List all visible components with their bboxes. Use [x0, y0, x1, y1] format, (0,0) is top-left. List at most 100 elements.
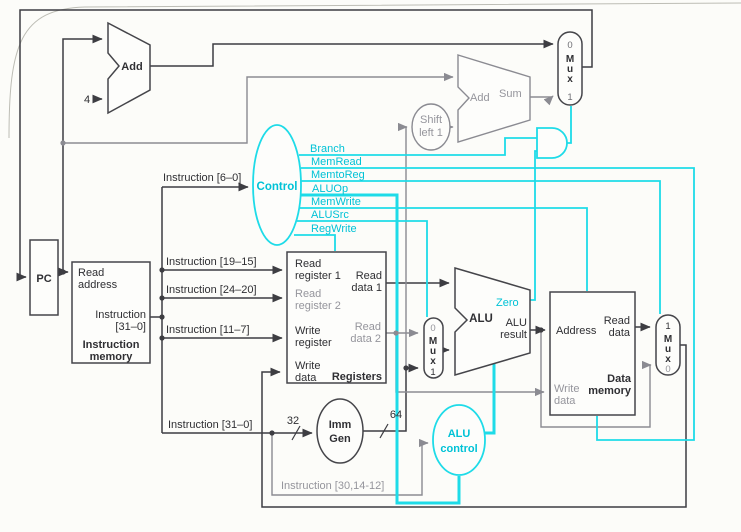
dot: [159, 295, 165, 301]
dmem-readdata-2: data: [609, 327, 631, 339]
pcsrc-mux-x: x: [567, 74, 573, 85]
pcsrc-mux-u: u: [567, 64, 573, 75]
branch-sum-label: Sum: [499, 88, 522, 100]
wire-alusrc-signal: [297, 220, 428, 317]
imem-name-1: Instruction: [83, 339, 140, 351]
field-rs2-label: Instruction [24–20]: [166, 284, 257, 296]
alusrc-mux-in0: 0: [430, 323, 435, 334]
reg-rr2-1: Read: [295, 288, 321, 300]
signal-memwrite: MemWrite: [311, 196, 361, 208]
imem-out-2: [31–0]: [115, 321, 146, 333]
wire-and-to-pcsrc-mux: [567, 106, 572, 144]
wire-memread-signal: [301, 167, 695, 441]
wire-funct-to-alucontrol: [271, 433, 429, 496]
width-64: 64: [390, 409, 402, 421]
reg-rd1-2: data 1: [351, 282, 382, 294]
dot: [60, 140, 66, 146]
field-funct-label: Instruction [30,14-12]: [281, 480, 384, 492]
bus-slash-64: [379, 423, 389, 439]
alu-label: ALU: [469, 313, 493, 325]
pc-adder-shape: [107, 21, 151, 115]
width-32: 32: [287, 415, 299, 427]
wb-mux-m: M: [664, 334, 672, 345]
branch-adder-shape: [457, 54, 531, 143]
dot: [538, 327, 544, 333]
dot: [269, 430, 275, 436]
wire-imm-to-shiftleft: [397, 122, 408, 368]
reg-rd2-2: data 2: [350, 333, 381, 345]
pc-label: PC: [36, 273, 51, 285]
imem-out-1: Instruction: [95, 309, 146, 321]
wire-pc-to-branch-add: [63, 72, 454, 144]
wire-memtoreg-signal: [301, 180, 661, 314]
alu-zero-label: Zero: [496, 297, 519, 309]
alu-shape: [454, 266, 531, 377]
field-opcode-label: Instruction [6–0]: [163, 172, 241, 184]
shift-left-1-unit: [411, 103, 451, 151]
alusrc-mux: [423, 317, 444, 379]
dot: [403, 365, 409, 371]
imem-readaddr-2: address: [78, 279, 118, 291]
pc-block: [29, 239, 59, 316]
registers-name: Registers: [332, 371, 382, 383]
junction-dots: [60, 140, 544, 436]
reg-rd2-1: Read: [355, 321, 381, 333]
field-imm-label: Instruction [31–0]: [168, 419, 252, 431]
imm-gen-unit: [316, 398, 364, 464]
pcsrc-mux-m: M: [566, 54, 574, 65]
shift-left-label-2: left 1: [419, 127, 443, 139]
alusrc-mux-in1: 1: [430, 367, 435, 378]
and-gate: [536, 127, 568, 159]
wire-regwrite-signal: [294, 234, 336, 251]
control-unit: [252, 124, 302, 246]
reg-rr1-2: register 1: [295, 270, 341, 282]
wire-alucontrol-to-alu: [484, 364, 496, 435]
wb-mux-x: x: [665, 354, 671, 365]
registers-block: [286, 251, 387, 384]
wire-branch-signal: [299, 137, 537, 156]
reg-wd-1: Write: [295, 360, 320, 372]
reg-rr2-2: register 2: [295, 300, 341, 312]
alusrc-mux-u: u: [430, 346, 436, 357]
signal-regwrite: RegWrite: [311, 223, 357, 235]
wire-memwrite-signal: [299, 207, 588, 291]
dot: [159, 314, 165, 320]
dmem-readdata-1: Read: [604, 315, 630, 327]
dmem-name-1: Data: [607, 373, 632, 385]
alu-control-unit: [432, 404, 486, 476]
immgen-label-1: Imm: [329, 419, 352, 431]
reg-wr-1: Write: [295, 325, 320, 337]
signal-memtoreg: MemtoReg: [311, 169, 365, 181]
wire-pc-feedback: [16, 9, 593, 282]
alucontrol-label-2: control: [440, 443, 477, 455]
pcsrc-mux-in1: 1: [567, 92, 572, 103]
wire-pc-to-add4: [62, 34, 103, 272]
field-rd-label: Instruction [11–7]: [166, 324, 250, 336]
wb-mux-u: u: [665, 344, 671, 355]
wire-sum-to-pcsrc-mux: [530, 95, 554, 106]
dmem-name-2: memory: [588, 385, 632, 397]
alucontrol-label-1: ALU: [448, 428, 471, 440]
wb-mux-in0: 0: [665, 364, 670, 375]
instruction-memory-block: [71, 261, 151, 364]
signal-alusrc: ALUSrc: [311, 209, 349, 221]
pcsrc-mux-in0: 0: [567, 40, 572, 51]
pc-adder-label: Add: [121, 61, 142, 73]
reg-rd1-1: Read: [356, 270, 382, 282]
writeback-mux: [655, 314, 681, 376]
imem-readaddr-1: Read: [78, 267, 104, 279]
dmem-writedata-1: Write: [554, 383, 579, 395]
pcsrc-mux: [557, 31, 583, 106]
data-memory-block: [549, 291, 636, 416]
alusrc-mux-m: M: [429, 336, 437, 347]
reg-wr-2: register: [295, 337, 332, 349]
bus-slash-32: [291, 425, 301, 441]
dot: [60, 269, 66, 275]
const4-label: 4: [84, 94, 90, 106]
branch-adder-label: Add: [470, 92, 490, 104]
signal-memread: MemRead: [311, 156, 362, 168]
wire-instruction-bus: [150, 187, 163, 433]
page-edge: [8, 2, 741, 139]
shift-left-label-1: Shift: [420, 114, 442, 126]
